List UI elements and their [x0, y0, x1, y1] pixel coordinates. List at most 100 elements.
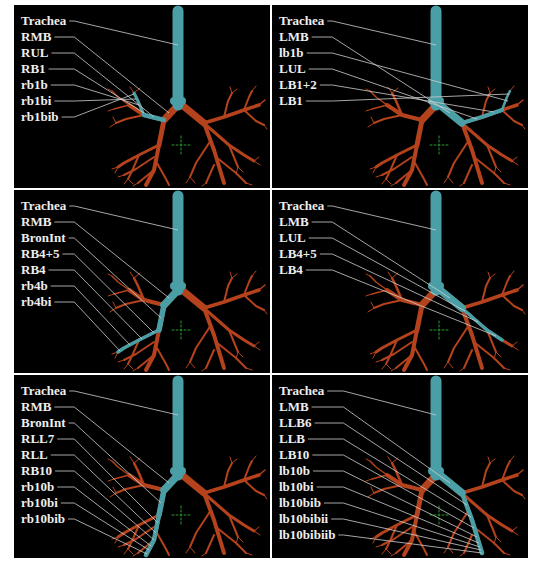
leader-line	[312, 407, 450, 483]
airway-label: rb1bib	[21, 110, 59, 124]
airway-label: RMB	[21, 215, 51, 229]
panel-illustration	[14, 5, 270, 188]
leader-line	[54, 222, 169, 298]
leader-line	[51, 286, 130, 345]
leader-line	[327, 21, 436, 45]
airway-label: RB1	[21, 62, 46, 76]
leader-line	[69, 206, 178, 230]
airway-label: rb1bi	[21, 94, 51, 108]
bronchial-tree	[366, 196, 525, 371]
airway-label: LB4	[279, 263, 303, 277]
airway-label: RMB	[21, 30, 51, 44]
airway-label: rb10bi	[21, 496, 58, 510]
airway-label: LB4+5	[279, 247, 317, 261]
bronchial-tree	[108, 11, 267, 186]
panel-ground	[272, 190, 528, 373]
leader-lines	[49, 21, 509, 554]
airway-label: LB1	[279, 94, 303, 108]
airway-label: lb10b	[279, 464, 310, 478]
highlighted-path	[440, 475, 462, 493]
highlighted-path	[164, 475, 178, 490]
leader-line	[324, 503, 480, 547]
airway-label: LMB	[279, 30, 309, 44]
airway-label: LLB	[279, 432, 305, 446]
leader-line	[312, 37, 450, 113]
panel-illustration	[14, 375, 270, 558]
leader-line	[331, 519, 481, 550]
airway-label: rb1b	[21, 78, 48, 92]
highlighted-path	[462, 110, 502, 123]
airway-label: RLL	[21, 448, 48, 462]
leader-line	[54, 407, 169, 483]
leader-line	[57, 439, 158, 523]
highlighted-path	[144, 115, 164, 120]
leader-line	[62, 254, 154, 333]
airway-label: lb10bi	[279, 480, 314, 494]
leader-line	[307, 53, 508, 101]
leader-line	[320, 254, 478, 322]
airway-label: LUL	[279, 62, 306, 76]
leader-line	[61, 503, 149, 550]
leader-line	[306, 270, 496, 336]
panel-illustration	[272, 190, 528, 373]
airway-label: lb10bibiib	[279, 528, 335, 542]
leader-line	[51, 53, 154, 117]
airway-label: LB10	[279, 448, 309, 462]
leader-line	[308, 439, 471, 517]
airway-label: lb1b	[279, 46, 304, 60]
airway-label: RLL7	[21, 432, 54, 446]
leader-line	[327, 391, 436, 415]
airway-label: Trachea	[279, 384, 324, 398]
leader-line	[69, 21, 178, 45]
airway-label: Trachea	[21, 384, 66, 398]
airway-label: LMB	[279, 215, 309, 229]
highlighted-path	[164, 290, 178, 305]
leader-line	[309, 69, 477, 119]
highlighted-path	[159, 305, 164, 330]
leader-line	[49, 270, 142, 339]
highlighted-path	[159, 490, 164, 515]
airway-label: RMB	[21, 400, 51, 414]
leader-line	[338, 535, 482, 553]
leader-line	[57, 487, 151, 546]
airway-label: BronInt	[21, 416, 66, 430]
leader-line	[327, 206, 436, 230]
panel-ground	[272, 375, 528, 558]
leader-line	[51, 85, 139, 105]
airway-label: LB1+2	[279, 78, 317, 92]
leader-line	[306, 94, 509, 101]
leader-line	[54, 37, 169, 113]
airway-label: RUL	[21, 46, 48, 60]
airway-label: rb4b	[21, 279, 48, 293]
panel-ground	[14, 190, 270, 373]
airway-label: LMB	[279, 400, 309, 414]
panel-illustration	[272, 375, 528, 558]
highlighted-path	[118, 330, 159, 352]
bronchial-tree	[108, 381, 267, 556]
airway-label: lb10bib	[279, 496, 321, 510]
panel-illustration	[14, 190, 270, 373]
leader-line	[313, 471, 477, 537]
airway-label: BronInt	[21, 231, 66, 245]
panel-ground	[272, 5, 528, 188]
airway-label: rb10b	[21, 480, 54, 494]
airway-label: RB4+5	[21, 247, 59, 261]
airway-label: rb4bi	[21, 295, 51, 309]
panel-ground	[14, 5, 270, 188]
airway-label: LLB6	[279, 416, 312, 430]
panel-illustration	[272, 5, 528, 188]
airway-label: RB10	[21, 464, 52, 478]
leader-line	[312, 455, 474, 528]
airway-label: Trachea	[279, 14, 324, 28]
airway-label: Trachea	[21, 14, 66, 28]
leader-line	[312, 222, 450, 298]
leader-line	[315, 423, 467, 505]
bronchial-tree	[108, 196, 267, 371]
leader-line	[309, 238, 465, 311]
leader-line	[54, 99, 136, 101]
leader-line	[320, 85, 494, 112]
airway-label: LUL	[279, 231, 306, 245]
leader-line	[55, 471, 154, 540]
leader-line	[62, 94, 134, 117]
